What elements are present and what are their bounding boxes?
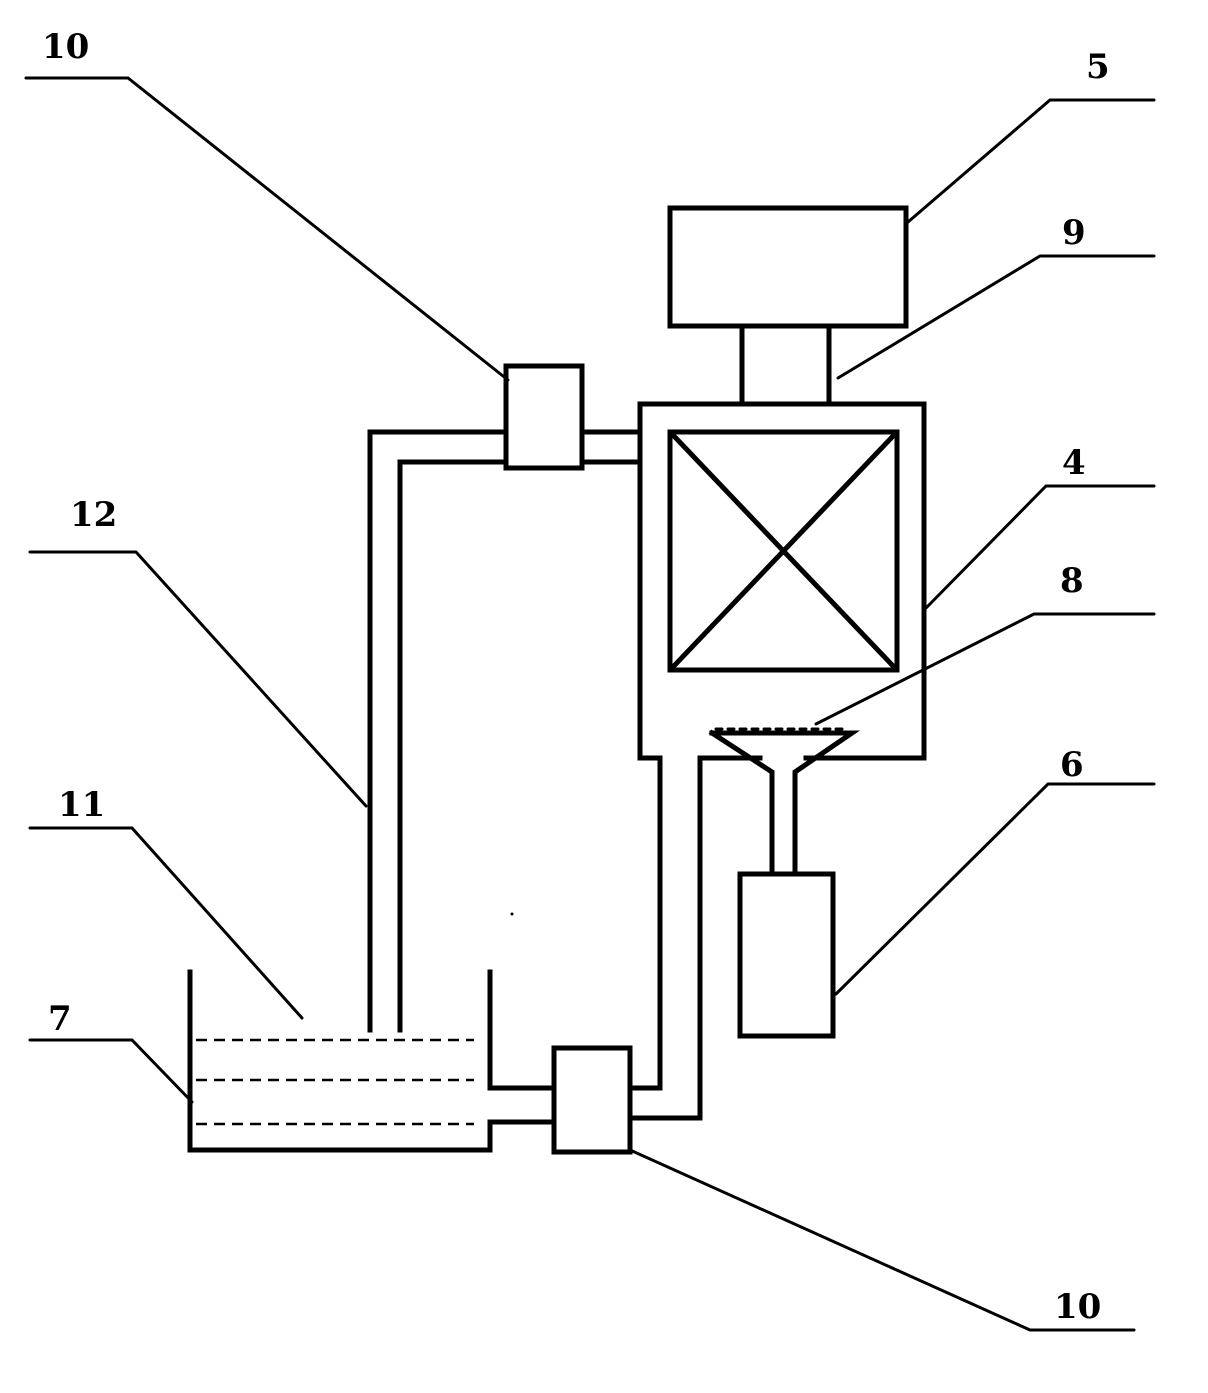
leader-shaft — [836, 254, 1156, 380]
leader-collector — [834, 782, 1156, 996]
feed-pipe-inner — [627, 755, 703, 1121]
leader-valve-bottom — [628, 1148, 1136, 1332]
label-tank: 7 — [48, 999, 72, 1039]
label-return-pipe: 12 — [70, 495, 117, 535]
speck — [510, 912, 514, 916]
label-shaft: 9 — [1062, 213, 1086, 253]
label-collector: 6 — [1060, 745, 1084, 785]
mixer-cross-b — [668, 430, 899, 672]
label-motor: 5 — [1086, 47, 1110, 87]
return-pipe-outer — [367, 429, 509, 1033]
leader-filter — [814, 612, 1156, 726]
tank-right-wall — [487, 969, 557, 1091]
leader-tank — [28, 1038, 194, 1104]
valve-top — [503, 363, 585, 471]
label-liquid: 11 — [58, 785, 105, 825]
leader-return-pipe — [28, 550, 368, 808]
leader-motor — [906, 98, 1156, 224]
filter-funnel — [708, 729, 861, 875]
label-valve-top: 10 — [42, 27, 89, 67]
return-pipe-inner — [397, 459, 509, 1033]
motor-box — [667, 205, 909, 329]
label-filter: 8 — [1060, 561, 1084, 601]
leader-valve-top — [24, 76, 510, 382]
feed-pipe-outer — [627, 755, 663, 1091]
collector-box — [737, 871, 836, 1039]
tank-outline — [187, 969, 557, 1153]
vessel-outline — [637, 401, 927, 761]
label-vessel: 4 — [1062, 443, 1086, 483]
leader-vessel — [924, 484, 1156, 610]
label-valve-bottom: 10 — [1054, 1287, 1101, 1327]
leader-liquid — [28, 826, 304, 1020]
valve-bottom — [551, 1045, 633, 1155]
